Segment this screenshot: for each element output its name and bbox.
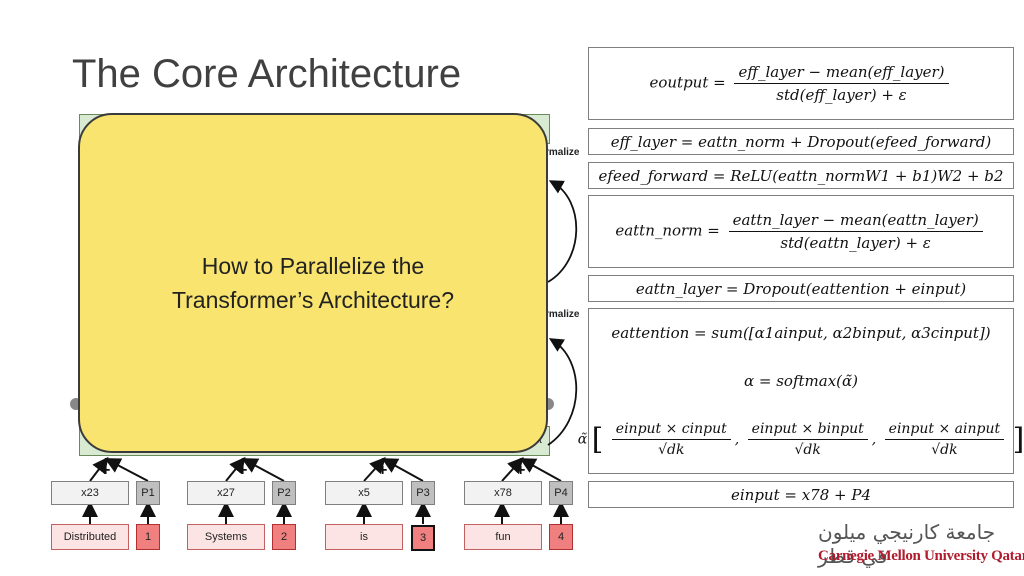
embedding-x-3: x5 xyxy=(325,481,403,505)
input-pos-4: 4 xyxy=(549,524,573,550)
eq-ff-layer: eff_layer = eattn_norm + Dropout(efeed_f… xyxy=(610,132,992,151)
eq-score1-num: einput × cinput xyxy=(611,421,731,440)
eq-attn-layer: eattn_layer = Dropout(eattention + einpu… xyxy=(635,279,967,298)
question-line-1: How to Parallelize the xyxy=(201,253,425,279)
eq-attn-norm-fraction: eattn_layer − mean(eattn_layer) std(eatt… xyxy=(728,211,983,252)
eq-score2-num: einput × binput xyxy=(747,421,868,440)
input-pos-2: 2 xyxy=(272,524,296,550)
residual-arrow-bottom xyxy=(547,338,578,446)
eq-alpha-tilde-row: α̃ [ einput × cinput √dk , einput × binp… xyxy=(577,420,1024,458)
eq-output-lhs: eoutput = xyxy=(649,73,726,92)
partial-label-normalize-top: rmalize xyxy=(545,147,580,158)
eq-score1-den: √dk xyxy=(658,441,685,458)
plus-sign-1: + xyxy=(101,462,111,479)
position-p-3: P3 xyxy=(411,481,435,505)
question-card: How to Parallelize the Transformer’s Arc… xyxy=(78,113,548,453)
question-line-2: Transformer’s Architecture? xyxy=(171,287,455,313)
eq-attn-norm-box: eattn_norm = eattn_layer − mean(eattn_la… xyxy=(588,195,1014,268)
eq-attention: eattention = sum([α1ainput, α2binput, α3… xyxy=(611,324,991,343)
eq-attn-norm-den: std(eattn_layer) + ε xyxy=(780,234,931,252)
input-word-4: fun xyxy=(464,524,542,550)
residual-arrow-top xyxy=(547,180,578,283)
eq-output-num: eff_layer − mean(eff_layer) xyxy=(734,63,949,84)
eq-attn-layer-box: eattn_layer = Dropout(eattention + einpu… xyxy=(588,275,1014,302)
eq-output-fraction: eff_layer − mean(eff_layer) std(eff_laye… xyxy=(734,63,949,104)
eq-alpha: α = softmax(α̃) xyxy=(743,372,858,391)
embedding-x-1: x23 xyxy=(51,481,129,505)
eq-score3: einput × ainput √dk xyxy=(884,421,1005,458)
plus-sign-4: + xyxy=(516,462,526,479)
plus-sign-3: + xyxy=(378,462,388,479)
embedding-x-4: x78 xyxy=(464,481,542,505)
eq-feed-forward: efeed_forward = ReLU(eattn_normW1 + b1)W… xyxy=(598,166,1004,185)
position-p-1: P1 xyxy=(136,481,160,505)
logo-english: Carnegie Mellon University Qatar xyxy=(818,548,1024,564)
eq-attn-norm-lhs: eattn_norm = xyxy=(615,221,720,240)
input-pos-3: 3 xyxy=(411,525,435,551)
eq-score3-den: √dk xyxy=(931,441,958,458)
eq-alpha-tilde: α̃ xyxy=(577,431,588,448)
plus-sign-2: + xyxy=(238,462,248,479)
eq-output-den: std(eff_layer) + ε xyxy=(776,86,907,104)
question-text: How to Parallelize the Transformer’s Arc… xyxy=(172,249,454,317)
eq-output-box: eoutput = eff_layer − mean(eff_layer) st… xyxy=(588,47,1014,120)
input-word-3: is xyxy=(325,524,403,550)
eq-score2: einput × binput √dk xyxy=(747,421,868,458)
eq-attention-box: eattention = sum([α1ainput, α2binput, α3… xyxy=(578,308,1024,474)
input-pos-1: 1 xyxy=(136,524,160,550)
eq-input-box: einput = x78 + P4 xyxy=(588,481,1014,508)
eq-input: einput = x78 + P4 xyxy=(730,485,872,504)
eq-ff-layer-box: eff_layer = eattn_norm + Dropout(efeed_f… xyxy=(588,128,1014,155)
input-word-1: Distributed xyxy=(51,524,129,550)
position-p-4: P4 xyxy=(549,481,573,505)
input-word-2: Systems xyxy=(187,524,265,550)
slide-title: The Core Architecture xyxy=(72,52,462,96)
eq-attn-norm-num: eattn_layer − mean(eattn_layer) xyxy=(728,211,983,232)
logo-arabic: جامعة كارنيجي ميلون في قطر xyxy=(818,520,996,568)
eq-score2-den: √dk xyxy=(794,441,821,458)
eq-score3-num: einput × ainput xyxy=(884,421,1005,440)
embedding-x-2: x27 xyxy=(187,481,265,505)
partial-label-normalize-mid: rmalize xyxy=(545,309,580,320)
position-p-2: P2 xyxy=(272,481,296,505)
eq-feed-forward-box: efeed_forward = ReLU(eattn_normW1 + b1)W… xyxy=(588,162,1014,189)
eq-score1: einput × cinput √dk xyxy=(611,421,731,458)
